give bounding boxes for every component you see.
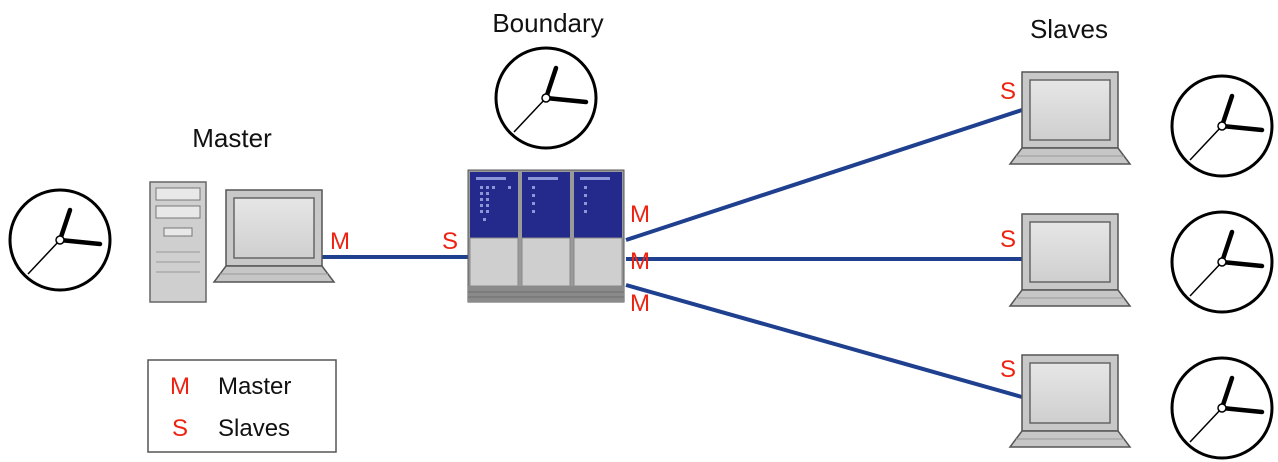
laptop-icon [1009,354,1131,448]
laptop-icon [213,189,335,283]
boundary-upstream-role: S [442,228,458,255]
legend-letter-master: M [170,373,190,400]
legend: M Master S Slaves [147,359,337,453]
legend-text-slaves: Slaves [218,415,290,442]
master-label: Master [192,123,272,153]
slave-port-role-2: S [1000,226,1016,253]
slave-port-role-3: S [1000,356,1016,383]
boundary-port-role-3: M [630,290,650,317]
clock-icon [1172,76,1272,176]
slaves-label: Slaves [1030,14,1108,44]
master-port-role: M [330,228,350,255]
link-boundary-slave-1 [625,108,1023,242]
clock-icon [1172,358,1272,458]
boundary-port-role-1: M [630,201,650,228]
clock-icon [1172,212,1272,312]
boundary-switch-icon [467,169,625,303]
slave-port-role-1: S [1000,78,1016,105]
boundary-label: Boundary [492,8,603,38]
boundary-port-role-2: M [630,248,650,275]
server-tower-icon [149,181,207,303]
clock-icon [496,48,596,148]
laptop-icon [1009,71,1131,165]
legend-text-master: Master [218,373,291,400]
link-boundary-slave-3 [625,283,1023,399]
clock-icon [10,190,110,290]
legend-letter-slaves: S [172,415,188,442]
laptop-icon [1009,213,1131,307]
